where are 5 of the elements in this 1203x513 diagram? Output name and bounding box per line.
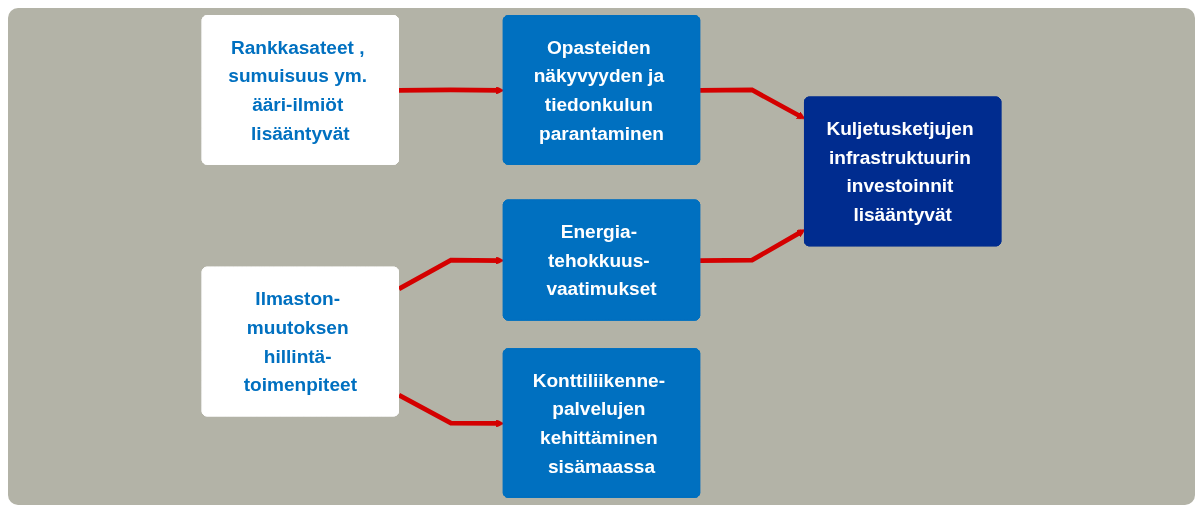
arrow	[397, 256, 505, 291]
arrow	[398, 86, 505, 95]
arrow	[700, 229, 806, 263]
arrow	[397, 393, 505, 428]
arrow	[700, 87, 806, 120]
